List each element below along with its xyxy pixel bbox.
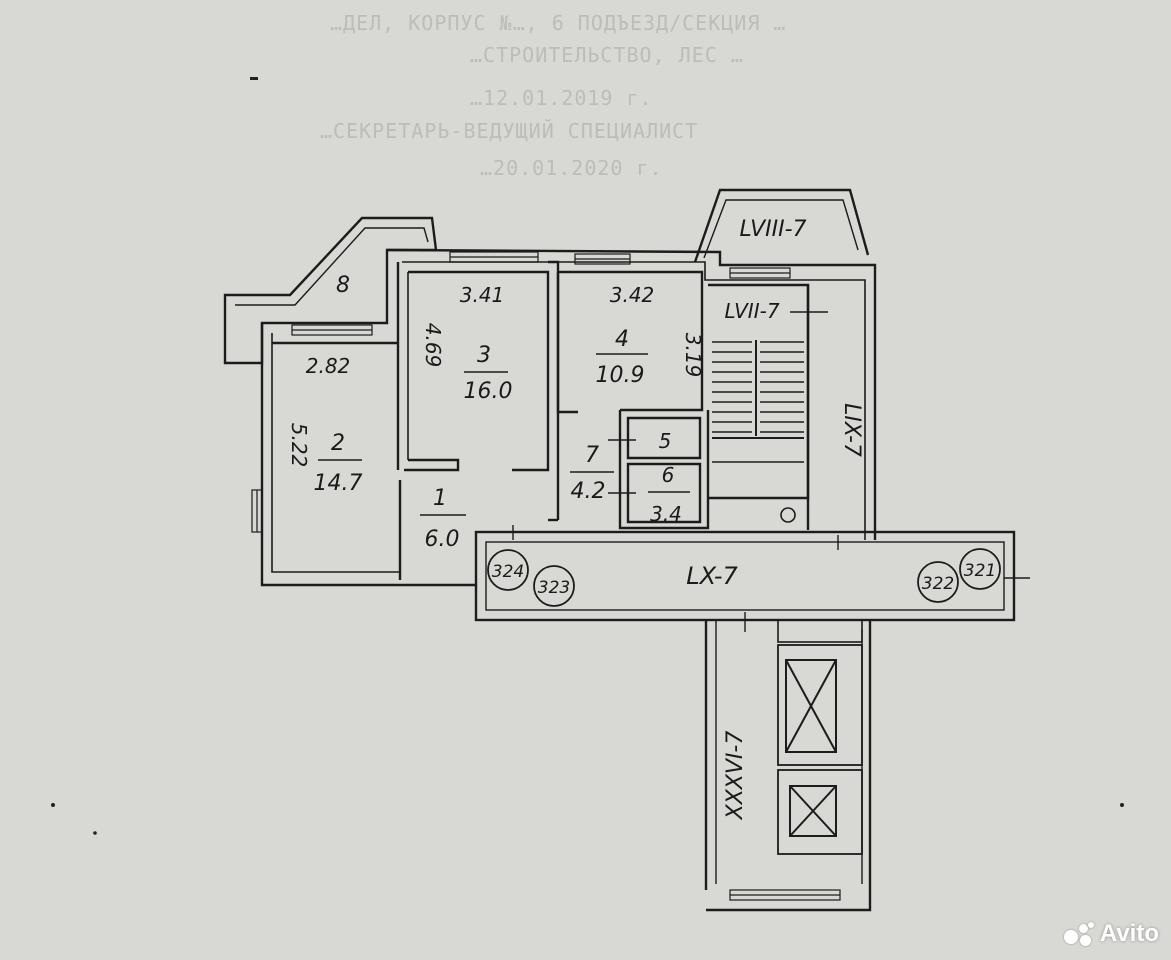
dim-room2-depth: 5.22	[287, 423, 311, 468]
room-area-1: 6.0	[425, 527, 460, 552]
avito-logo-icon	[1063, 922, 1094, 946]
elevator-small	[789, 785, 837, 837]
circle-text-321: 321	[964, 561, 996, 581]
lviii-bay	[693, 188, 870, 263]
elevator-large	[785, 659, 837, 753]
dim-room3-width: 3.41	[460, 283, 505, 307]
circle-321	[959, 548, 1001, 590]
header-line-5: …20.01.2020 г.	[480, 156, 663, 180]
dim-room2-width: 2.82	[306, 354, 351, 378]
room-number-6: 6	[662, 463, 675, 487]
room-labels: 8 2 14.7 3 16.0 4 10.9 5 6 3.4 7 4.2 1 6…	[314, 273, 690, 552]
circle-322	[917, 561, 959, 603]
header-line-3: …12.01.2019 г.	[470, 86, 653, 110]
zone-xxxvi-label: XXXVI-7	[723, 731, 748, 821]
walls	[223, 188, 877, 587]
room-number-5: 5	[659, 429, 672, 453]
faded-header-stamp: …ДЕЛ, КОРПУС №…, 6 ПОДЪЕЗД/СЕКЦИЯ … …СТР…	[320, 11, 786, 180]
elevator-shafts	[785, 659, 837, 837]
dim-room4-depth: 3.19	[681, 333, 705, 378]
room-area-7: 4.2	[571, 479, 606, 504]
room-area-2: 14.7	[314, 471, 363, 496]
room-number-4: 4	[615, 327, 629, 352]
header-line-2: …СТРОИТЕЛЬСТВО, ЛЕС …	[470, 43, 744, 67]
outer-wall	[386, 248, 877, 540]
zone-lix-label: LIX-7	[839, 403, 864, 457]
room-number-1: 1	[433, 486, 447, 511]
circle-text-322: 322	[922, 574, 954, 594]
stray-marks	[51, 77, 1124, 835]
room-area-3: 16.0	[464, 379, 513, 404]
corridor-xxxvi	[704, 619, 872, 912]
zone-labels: LVIII-7 LVII-7 LIX-7 LX-7 XXXVI-7	[686, 217, 864, 820]
circle-323	[533, 565, 575, 607]
room-area-4: 10.9	[596, 363, 645, 388]
circle-text-324: 324	[492, 562, 524, 582]
circle-texts: 324 323 322 321	[492, 561, 996, 598]
zone-lvii-label: LVII-7	[724, 299, 779, 323]
zone-lviii-label: LVIII-7	[739, 217, 806, 242]
circle-324	[487, 549, 529, 591]
balcony-outline	[223, 216, 438, 365]
circle-markers	[487, 548, 1001, 607]
room-number-2: 2	[331, 431, 345, 456]
stair-treads	[712, 340, 804, 463]
zone-lx-label: LX-7	[686, 562, 738, 590]
windows	[251, 251, 841, 901]
room-number-7: 7	[585, 443, 599, 468]
dim-room3-depth: 4.69	[421, 323, 445, 368]
header-line-1: …ДЕЛ, КОРПУС №…, 6 ПОДЪЕЗД/СЕКЦИЯ …	[330, 11, 786, 35]
drain-symbol	[780, 507, 796, 523]
avito-wordmark: Avito	[1099, 920, 1159, 947]
header-line-4: …СЕКРЕТАРЬ-ВЕДУЩИЙ СПЕЦИАЛИСТ	[320, 119, 698, 143]
room-number-8: 8	[336, 273, 350, 298]
room-area-6: 3.4	[650, 502, 682, 526]
room-number-3: 3	[477, 343, 491, 368]
dimension-ticks	[512, 311, 839, 632]
circle-text-323: 323	[538, 578, 570, 598]
avito-watermark: Avito	[1063, 920, 1159, 948]
dim-room4-width: 3.42	[610, 283, 655, 307]
dimension-labels: 3.41 3.42 2.82 4.69 3.19 5.22	[287, 283, 705, 467]
